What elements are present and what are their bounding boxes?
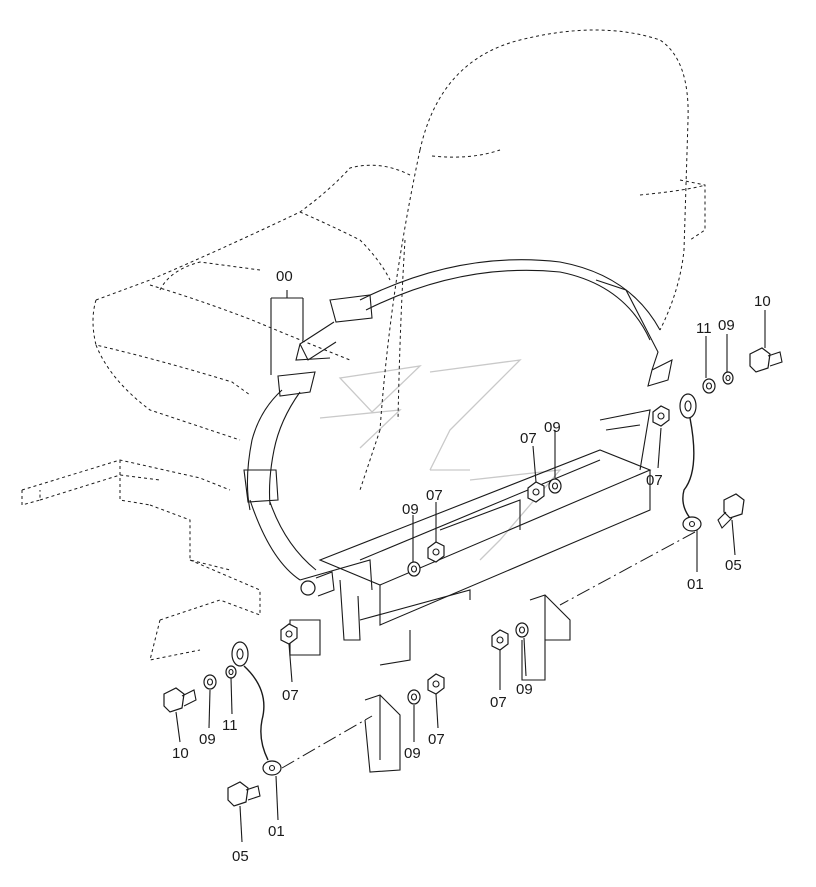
callout-10-right: 10 [754, 293, 771, 310]
watermark-logo [319, 359, 562, 561]
seat-frame-rails [289, 409, 652, 666]
callout-07-mid-a: 07 [520, 430, 537, 447]
callout-07-mid-b: 07 [426, 487, 443, 504]
callout-05-left: 05 [232, 848, 249, 865]
callout-10-left: 10 [172, 745, 189, 762]
callout-07-left-nut: 07 [282, 687, 299, 704]
callout-labels: 00 10 11 09 07 09 07 09 07 07 05 01 07 0… [172, 268, 771, 865]
callout-01-right: 01 [687, 576, 704, 593]
callout-11-right: 11 [696, 320, 712, 337]
callout-11-left: 11 [222, 717, 238, 734]
callout-07-right-nut: 07 [646, 472, 663, 489]
callout-01-left: 01 [268, 823, 285, 840]
left-ground-cable [231, 641, 282, 776]
callout-09-right: 09 [718, 317, 735, 334]
ground-cable-brackets [364, 594, 571, 773]
callout-05-right: 05 [725, 557, 742, 574]
chain-lines [281, 531, 696, 769]
leader-lines [175, 290, 766, 843]
callout-07-left-bracket: 07 [428, 731, 445, 748]
seat-belt-webbing [295, 259, 673, 387]
hardware-parts [163, 347, 783, 807]
seat-cushion-outline [21, 164, 706, 661]
right-ground-cable [679, 393, 702, 532]
callout-09-lower-mid: 09 [516, 681, 533, 698]
seat-back-outline [359, 29, 689, 491]
callout-09-mid-b: 09 [402, 501, 419, 518]
callout-09-mid-a: 09 [544, 419, 561, 436]
callout-09-left-bracket: 09 [404, 745, 421, 762]
callout-07-lower-mid: 07 [490, 694, 507, 711]
seat-belt-buckle-strap [243, 371, 335, 597]
callout-00: 00 [276, 268, 293, 285]
callout-09-left: 09 [199, 731, 216, 748]
